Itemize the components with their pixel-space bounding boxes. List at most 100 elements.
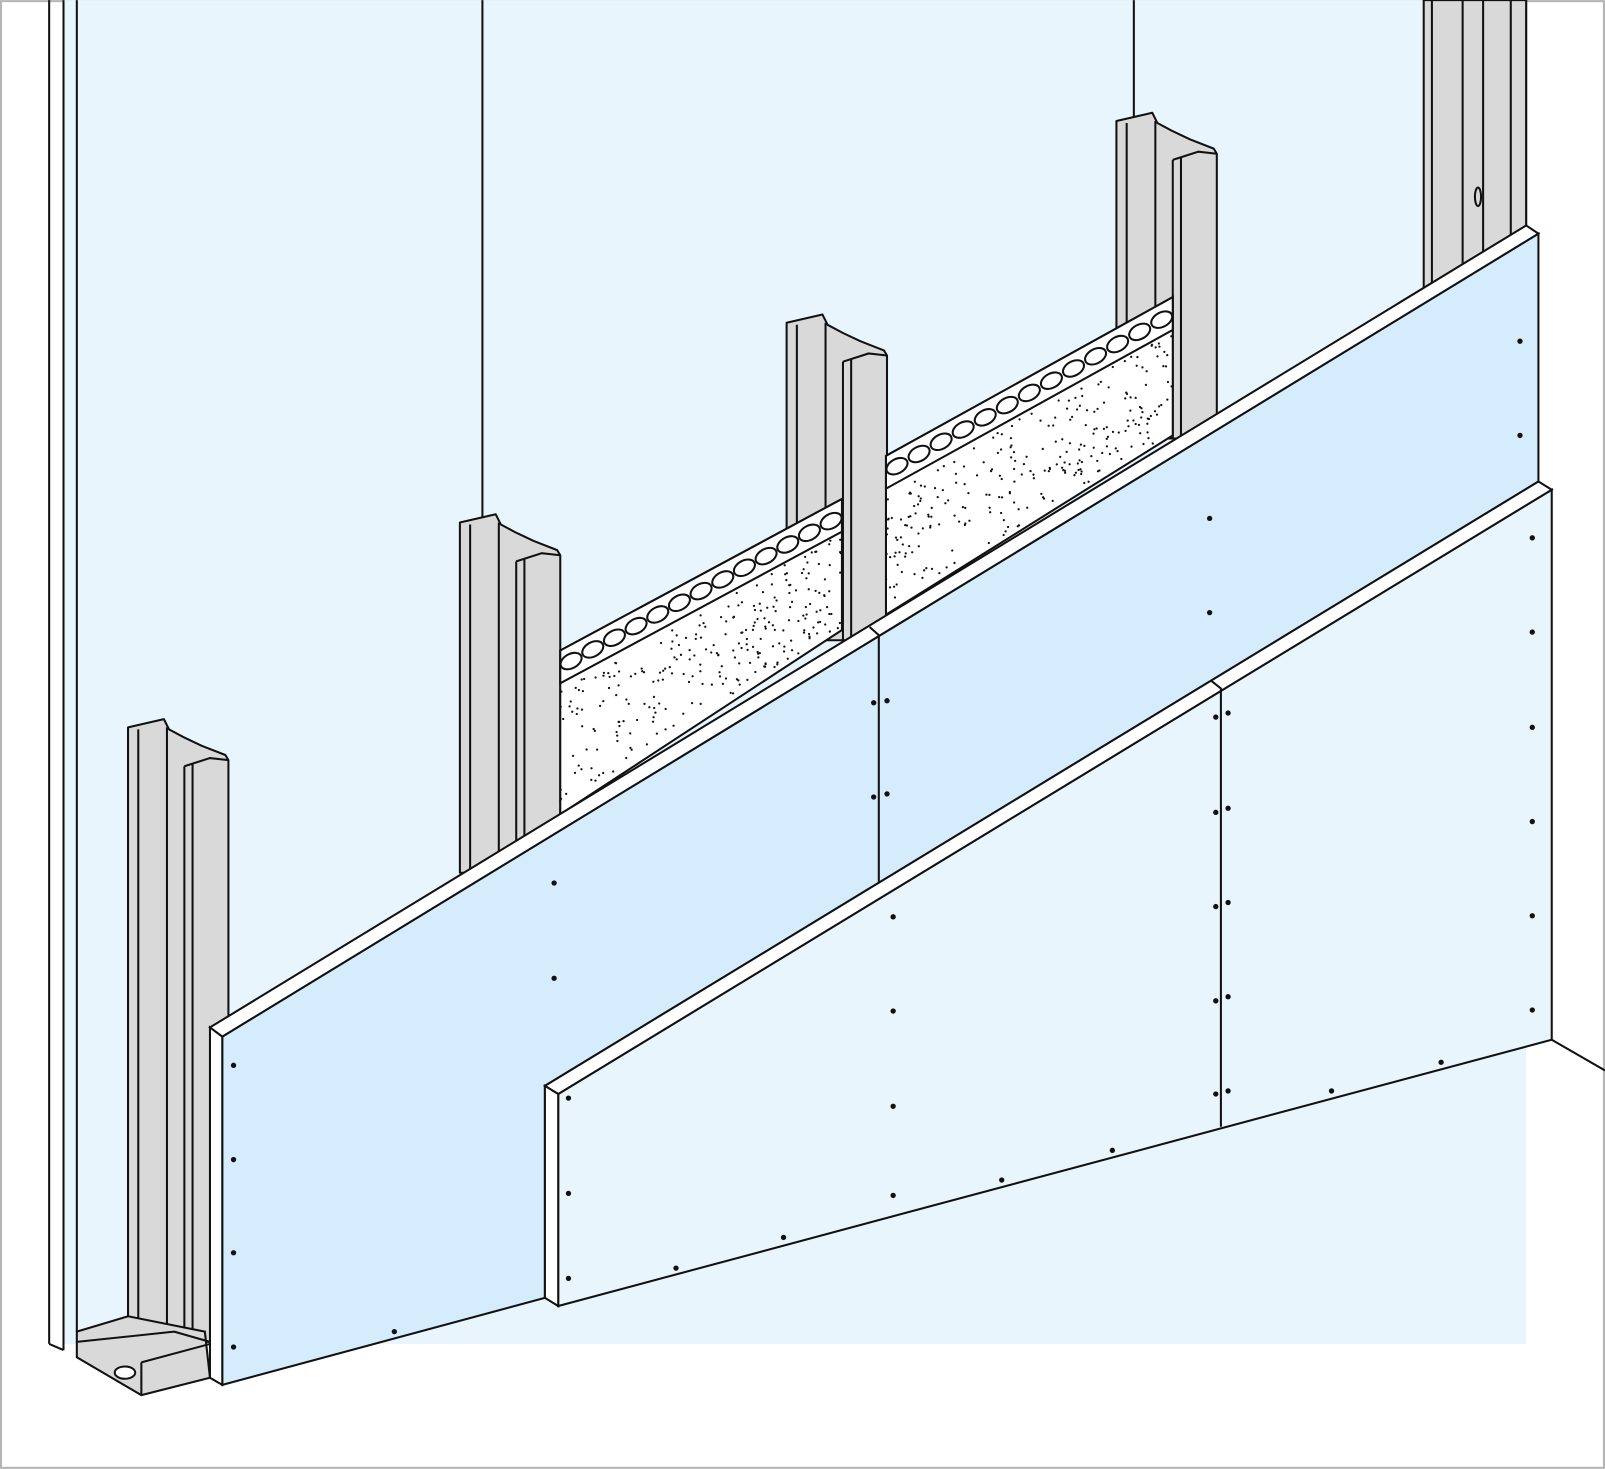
insulation-speckle: [596, 748, 599, 751]
insulation-speckle: [916, 503, 920, 506]
insulation-speckle: [808, 602, 812, 606]
insulation-speckle: [919, 484, 923, 487]
insulation-speckle: [1010, 444, 1013, 447]
insulation-speckle: [580, 678, 583, 681]
insulation-speckle: [682, 672, 685, 676]
insulation-speckle: [1144, 383, 1148, 386]
insulation-speckle: [1041, 496, 1045, 499]
insulation-speckle: [933, 487, 937, 490]
screw-icon: [871, 700, 877, 706]
insulation-speckle: [1101, 451, 1104, 455]
insulation-speckle: [913, 572, 916, 576]
insulation-speckle: [699, 614, 702, 617]
insulation-speckle: [699, 663, 702, 666]
insulation-speckle: [732, 649, 735, 652]
insulation-speckle: [1059, 455, 1062, 459]
screw-icon: [1517, 338, 1523, 344]
insulation-speckle: [1032, 473, 1035, 476]
insulation-speckle: [888, 586, 892, 589]
insulation-speckle: [565, 792, 568, 796]
insulation-speckle: [1093, 410, 1096, 413]
insulation-speckle: [724, 633, 727, 636]
insulation-speckle: [1095, 427, 1098, 430]
insulation-speckle: [677, 643, 681, 647]
insulation-speckle: [802, 631, 806, 634]
insulation-fibre: [581, 640, 605, 659]
insulation-speckle: [919, 497, 922, 500]
insulation-speckle: [814, 589, 817, 593]
insulation-speckle: [1146, 431, 1149, 434]
insulation-speckle: [617, 684, 620, 687]
insulation-speckle: [763, 665, 767, 668]
insulation-speckle: [1102, 427, 1106, 430]
insulation-speckle: [818, 620, 822, 623]
insulation-fibre: [885, 456, 909, 476]
insulation-speckle: [622, 719, 625, 723]
screw-icon: [1529, 629, 1535, 635]
insulation-speckle: [1099, 380, 1102, 383]
insulation-speckle: [592, 727, 595, 731]
insulation-speckle: [829, 539, 832, 542]
insulation-speckle: [1158, 345, 1161, 348]
insulation-speckle: [1087, 480, 1090, 483]
insulation-speckle: [1025, 455, 1028, 458]
insulation-speckle: [576, 707, 579, 710]
insulation-speckle: [1043, 469, 1046, 472]
insulation-speckle: [738, 662, 741, 665]
insulation-speckle: [773, 665, 776, 669]
screw-icon: [391, 1328, 397, 1335]
insulation-speckle: [1065, 407, 1069, 410]
insulation-speckle: [1010, 424, 1014, 428]
screw-icon: [1206, 515, 1213, 522]
insulation-speckle: [917, 495, 920, 498]
screw-icon: [1328, 1088, 1335, 1094]
insulation-fibre: [754, 546, 778, 566]
insulation-speckle: [1013, 480, 1016, 483]
insulation-speckle: [964, 522, 967, 525]
insulation-speckle: [766, 606, 769, 609]
insulation-speckle: [1147, 417, 1151, 421]
insulation-speckle: [1142, 442, 1145, 446]
insulation-speckle: [648, 706, 651, 709]
insulation-speckle: [944, 502, 947, 505]
insulation-speckle: [673, 656, 676, 659]
insulation-speckle: [1065, 450, 1068, 454]
insulation-speckle: [1130, 355, 1133, 358]
insulation-speckle: [917, 545, 920, 548]
insulation-speckle: [1081, 394, 1084, 398]
insulation-speckle: [1145, 370, 1148, 373]
metal-stud-top-right: [1422, 0, 1528, 294]
insulation-speckle: [1052, 424, 1055, 427]
insulation-speckle: [1154, 346, 1157, 349]
insulation-speckle: [885, 552, 888, 556]
insulation-speckle: [1138, 405, 1142, 409]
insulation-speckle: [1074, 396, 1077, 400]
insulation-speckle: [1123, 360, 1126, 363]
insulation-speckle: [929, 524, 932, 527]
insulation-speckle: [805, 577, 808, 580]
screw-icon: [1529, 535, 1535, 541]
insulation-speckle: [1029, 469, 1032, 473]
insulation-speckle: [668, 665, 671, 669]
insulation-speckle: [767, 621, 771, 624]
insulation-speckle: [602, 671, 606, 674]
insulation-speckle: [773, 596, 776, 599]
insulation-speckle: [953, 514, 956, 517]
insulation-speckle: [830, 612, 833, 616]
insulation-speckle: [953, 460, 956, 464]
insulation-speckle: [717, 653, 720, 656]
insulation-speckle: [735, 591, 738, 595]
insulation-speckle: [1137, 423, 1141, 426]
insulation-speckle: [1105, 426, 1108, 429]
insulation-speckle: [930, 567, 934, 571]
insulation-speckle: [690, 702, 694, 705]
insulation-speckle: [752, 604, 756, 607]
screw-icon: [230, 1344, 237, 1350]
insulation-speckle: [1073, 474, 1076, 477]
insulation-speckle: [1054, 416, 1057, 419]
insulation-speckle: [571, 710, 574, 713]
insulation-speckle: [1116, 449, 1119, 453]
insulation-fibre: [711, 570, 735, 589]
insulation-fibre: [995, 395, 1019, 415]
